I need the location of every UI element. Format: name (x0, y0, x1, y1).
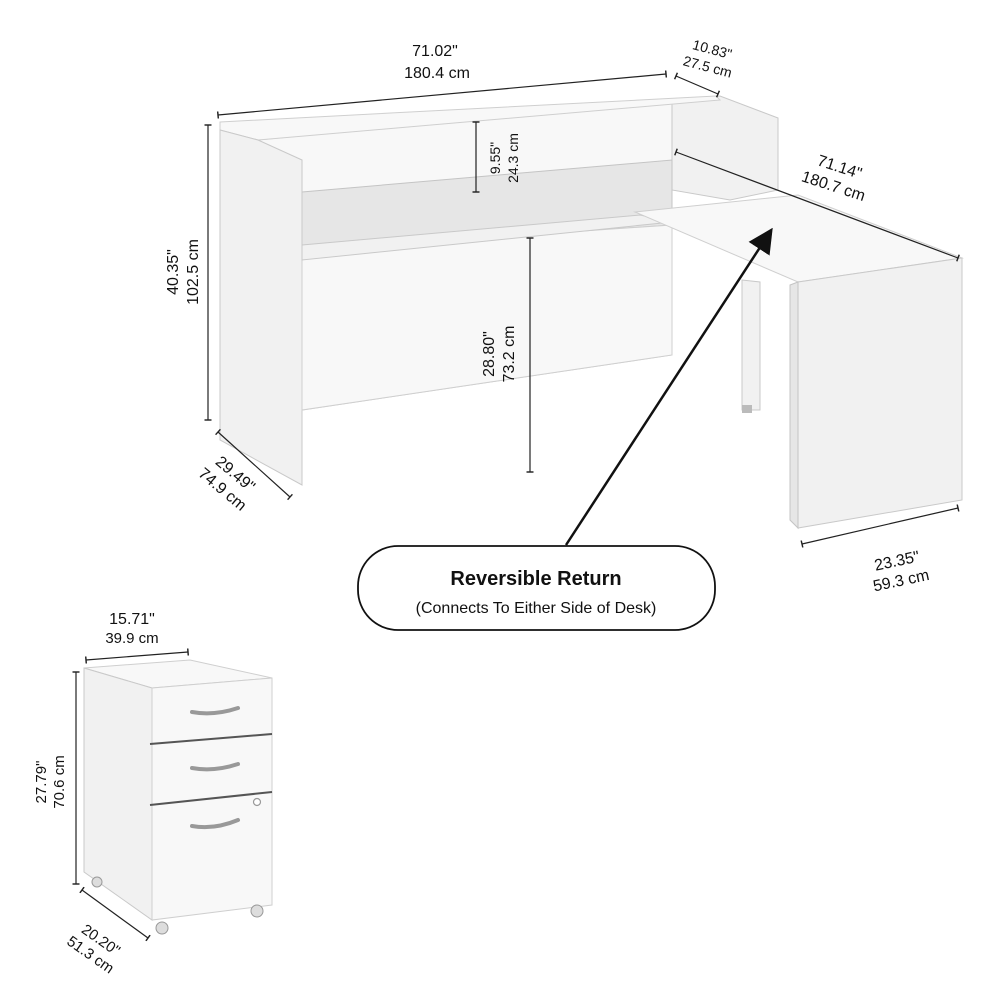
drawer-handle-middle (190, 762, 240, 772)
callout-bubble (357, 545, 716, 631)
return-end-edge (789, 281, 799, 530)
total-height-cm: 102.5 cm (185, 239, 202, 305)
hutch-height-cm: 24.3 cm (505, 133, 521, 183)
lock-icon (252, 797, 262, 807)
hutch-height-in: 9.55" (487, 142, 503, 174)
callout-subtitle: (Connects To Either Side of Desk) (416, 600, 657, 617)
cabinet-dimension-lines (72, 648, 189, 942)
desk-width-in: 71.02" (412, 43, 458, 60)
file-cabinet (83, 659, 273, 935)
desk-width-cm: 180.4 cm (404, 65, 470, 82)
drawer-handle-top (190, 706, 240, 716)
caster-icon (250, 904, 264, 918)
reversible-return-callout: Reversible Return (Connects To Either Si… (357, 545, 716, 631)
desk-dimension-lines (204, 70, 960, 548)
caster-icon (155, 921, 169, 935)
drawer-handle-bottom (190, 818, 240, 830)
total-height-in: 40.35" (165, 249, 182, 295)
caster-icon (91, 876, 103, 888)
callout-arrow (564, 227, 773, 546)
cabinet-width-in: 15.71" (109, 611, 155, 628)
reception-desk (219, 95, 964, 530)
desk-left-panel (219, 129, 303, 486)
return-support (741, 279, 761, 411)
cabinet-width-cm: 39.9 cm (105, 630, 158, 647)
callout-title: Reversible Return (450, 568, 621, 590)
desk-height-in: 28.80" (481, 331, 498, 377)
cabinet-height-in: 27.79" (33, 761, 50, 804)
desk-height-cm: 73.2 cm (501, 326, 518, 383)
return-end-panel (797, 257, 963, 529)
cabinet-height-cm: 70.6 cm (51, 755, 68, 808)
support-foot (742, 405, 752, 413)
